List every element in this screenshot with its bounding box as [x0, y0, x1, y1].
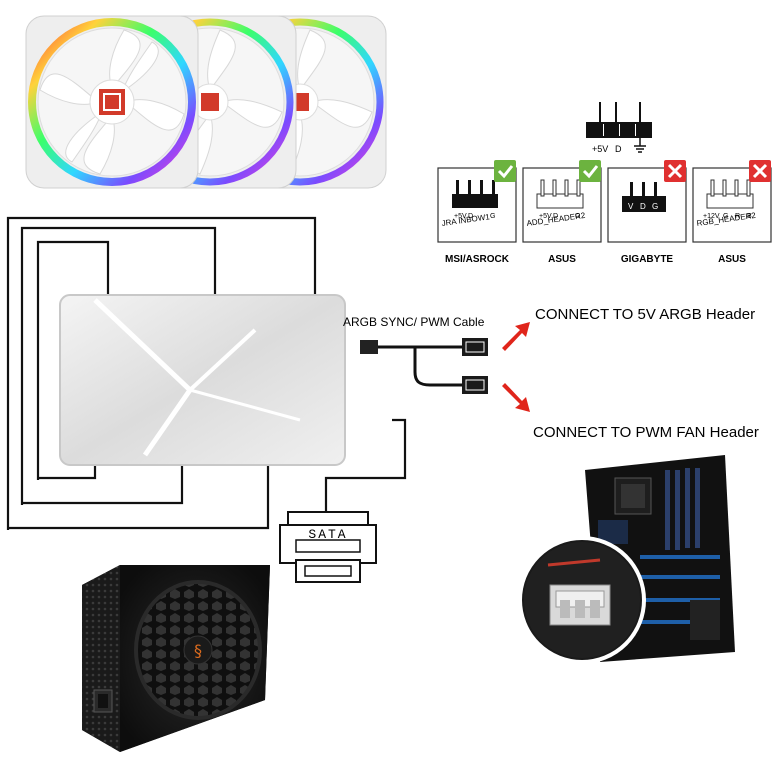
psu-logo: § — [194, 641, 202, 660]
check-icon — [579, 160, 601, 182]
header-pin: B — [747, 213, 752, 220]
header-card-3: V D G — [607, 160, 687, 243]
wire — [324, 418, 407, 505]
power-supply: § — [82, 565, 270, 752]
header-brand-label: ASUS — [548, 254, 576, 265]
wire — [22, 465, 184, 505]
check-icon — [494, 160, 516, 182]
connect-pwm-label: CONNECT TO PWM FAN Header — [533, 424, 759, 441]
wire — [8, 465, 270, 530]
arrow-icon — [502, 383, 530, 412]
header-pin: +5V — [539, 213, 552, 220]
cross-icon — [664, 160, 686, 182]
connect-argb-label: CONNECT TO 5V ARGB Header — [535, 306, 755, 323]
header-card-1: JRA INBOW1 +5V D G — [437, 160, 517, 243]
motherboard-zoom — [518, 536, 646, 664]
arrow-icon — [502, 322, 530, 351]
pinout-label-d: D — [615, 144, 622, 154]
fan-group — [25, 15, 387, 189]
header-brand-label: ASUS — [718, 254, 746, 265]
fan-wiring — [6, 216, 317, 530]
header-pin: D — [640, 202, 646, 211]
sata-connector — [279, 511, 377, 583]
header-pin: D — [553, 213, 558, 220]
cable-label: ARGB SYNC/ PWM Cable — [343, 315, 485, 329]
argb-hub — [59, 294, 346, 466]
header-pin: +12V — [703, 213, 720, 220]
header-pin: G — [575, 213, 580, 220]
wire — [20, 226, 217, 505]
wire — [6, 216, 317, 530]
header-pin: R — [735, 213, 740, 220]
fan-1 — [25, 15, 199, 189]
cross-icon — [749, 160, 771, 182]
header-brand-label: GIGABYTE — [621, 254, 674, 265]
hub-plug — [360, 340, 378, 354]
header-pin: D — [468, 213, 473, 220]
wire — [36, 240, 110, 480]
argb-pinout: +5V D — [586, 102, 652, 154]
header-pin: G — [652, 202, 658, 211]
header-pin: V — [628, 202, 634, 211]
header-brand-label: MSI/ASROCK — [445, 254, 510, 265]
sata-label: SATA — [308, 527, 347, 542]
header-card-2: ADD_HEADER2 +5V D G — [522, 160, 602, 243]
header-pin: G — [490, 213, 495, 220]
pinout-label-5v: +5V — [592, 144, 608, 154]
argb-pwm-cable — [360, 338, 488, 394]
wire — [38, 465, 97, 480]
header-card-4: RGB_HEADER2 +12V G R B — [692, 160, 772, 243]
header-pin: +5V — [454, 213, 467, 220]
header-pin: G — [723, 213, 728, 220]
sata-cable — [324, 418, 407, 512]
